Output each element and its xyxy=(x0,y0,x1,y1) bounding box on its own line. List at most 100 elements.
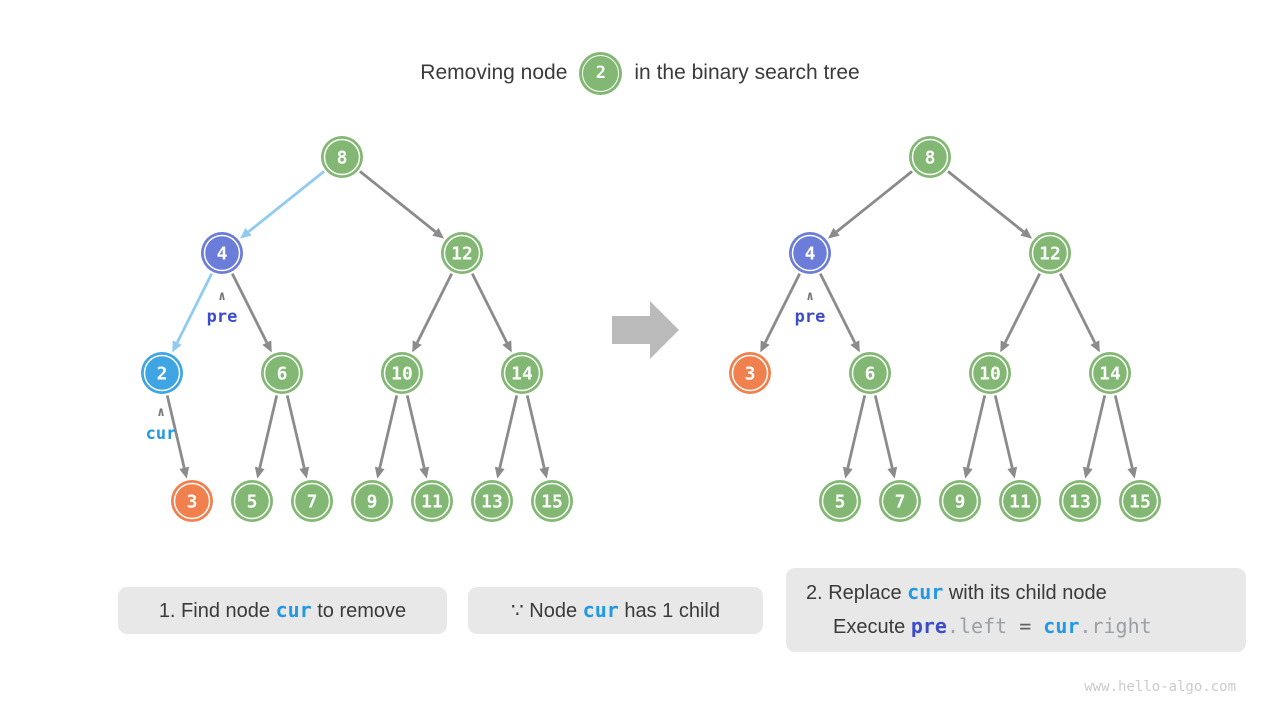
caption-segment: ∵ Node xyxy=(511,600,583,622)
edge-4-2 xyxy=(175,272,213,344)
arrowhead-icon xyxy=(1007,466,1018,479)
tree-node-after-10: 10 xyxy=(969,352,1011,394)
svg-text:9: 9 xyxy=(367,492,378,513)
svg-text:8: 8 xyxy=(925,148,936,169)
edge-14-15 xyxy=(525,395,546,469)
svg-text:4: 4 xyxy=(217,244,228,265)
tree-node-before-4: 4 xyxy=(201,232,243,274)
caption-segment: left xyxy=(959,614,1008,638)
caption-segment: with its child node xyxy=(943,582,1107,604)
pointer-caret-icon: ∧ xyxy=(218,289,226,304)
edge-12-10 xyxy=(415,272,453,344)
arrowhead-icon xyxy=(179,466,190,479)
tree-node-before-15: 15 xyxy=(531,480,573,522)
tree-node-before-3: 3 xyxy=(171,480,213,522)
edge-10-11 xyxy=(993,395,1014,469)
edge-8-4 xyxy=(247,170,325,233)
tree-node-before-8: 8 xyxy=(321,136,363,178)
tree-node-before-14: 14 xyxy=(501,352,543,394)
edge-14-13 xyxy=(498,395,519,469)
svg-text:8: 8 xyxy=(337,148,348,169)
arrowhead-icon xyxy=(262,340,272,353)
svg-text:6: 6 xyxy=(277,364,288,385)
edge-2-3 xyxy=(165,395,186,469)
tree-node-after-8: 8 xyxy=(909,136,951,178)
caption-line: 2. Replace cur with its child node xyxy=(786,576,1246,610)
svg-text:5: 5 xyxy=(835,492,846,513)
svg-text:7: 7 xyxy=(895,492,906,513)
edge-10-9 xyxy=(378,395,399,469)
edge-6-5 xyxy=(846,395,867,469)
edge-10-9 xyxy=(966,395,987,469)
caption-one-child: ∵ Node cur has 1 child xyxy=(468,587,763,634)
edge-8-12 xyxy=(947,170,1025,233)
svg-text:12: 12 xyxy=(451,244,473,265)
arrowhead-icon xyxy=(1082,466,1093,479)
tree-node-before-2: 2 xyxy=(141,352,183,394)
caption-segment: cur xyxy=(275,598,312,622)
pointer-label-pre: pre xyxy=(207,307,238,327)
figure-title: Removing node 2 in the binary search tre… xyxy=(0,50,1280,96)
edge-4-6 xyxy=(231,272,269,344)
svg-text:14: 14 xyxy=(511,364,533,385)
tree-node-after-9: 9 xyxy=(939,480,981,522)
svg-text:11: 11 xyxy=(421,492,443,513)
caption-find-node: 1. Find node cur to remove xyxy=(118,587,447,634)
arrowhead-icon xyxy=(299,466,310,479)
title-node-value: 2 xyxy=(595,63,607,83)
svg-text:14: 14 xyxy=(1099,364,1121,385)
arrowhead-icon xyxy=(239,227,252,239)
caption-line: Execute pre.left = cur.right xyxy=(786,610,1246,644)
edge-12-14 xyxy=(1059,272,1097,344)
arrowhead-icon xyxy=(827,227,840,239)
svg-text:13: 13 xyxy=(481,492,503,513)
caption-segment: 1. Find node xyxy=(158,600,276,622)
arrowhead-icon xyxy=(412,340,422,353)
edge-12-14 xyxy=(471,272,509,344)
tree-node-before-7: 7 xyxy=(291,480,333,522)
caption-segment: Execute xyxy=(833,616,911,638)
tree-node-before-11: 11 xyxy=(411,480,453,522)
title-node: 2 xyxy=(579,51,623,95)
svg-text:15: 15 xyxy=(541,492,563,513)
caption-segment: to remove xyxy=(311,600,407,622)
arrowhead-icon xyxy=(842,466,853,479)
title-node-ring: 2 xyxy=(582,54,620,92)
arrowhead-icon xyxy=(419,466,430,479)
caption-segment: 2. Replace xyxy=(806,582,908,604)
arrowhead-icon xyxy=(887,466,898,479)
pointer-label-cur: cur xyxy=(146,424,177,444)
caption-segment: right xyxy=(1091,614,1152,638)
svg-text:12: 12 xyxy=(1039,244,1061,265)
tree-node-after-3: 3 xyxy=(729,352,771,394)
watermark: www.hello-algo.com xyxy=(1084,679,1236,695)
caption-segment: = xyxy=(1007,614,1044,638)
arrowhead-icon xyxy=(374,466,385,479)
edge-6-7 xyxy=(285,395,306,469)
tree-node-after-11: 11 xyxy=(999,480,1041,522)
tree-node-before-13: 13 xyxy=(471,480,513,522)
tree-node-after-12: 12 xyxy=(1029,232,1071,274)
svg-text:5: 5 xyxy=(247,492,258,513)
tree-node-after-14: 14 xyxy=(1089,352,1131,394)
edge-10-11 xyxy=(405,395,426,469)
tree-node-after-13: 13 xyxy=(1059,480,1101,522)
caption-segment: has 1 child xyxy=(618,600,720,622)
edge-8-4 xyxy=(835,170,913,233)
edge-8-12 xyxy=(359,170,437,233)
arrowhead-icon xyxy=(1127,466,1138,479)
arrowhead-icon xyxy=(172,340,182,353)
pointer-caret-icon: ∧ xyxy=(157,405,165,420)
svg-text:3: 3 xyxy=(187,492,198,513)
svg-text:7: 7 xyxy=(307,492,318,513)
arrowhead-icon xyxy=(502,340,512,353)
caption-line: ∵ Node cur has 1 child xyxy=(468,598,763,623)
svg-text:4: 4 xyxy=(805,244,816,265)
caption-segment: cur xyxy=(582,598,619,622)
caption-line: 1. Find node cur to remove xyxy=(118,598,447,623)
pointer-caret-icon: ∧ xyxy=(806,289,814,304)
